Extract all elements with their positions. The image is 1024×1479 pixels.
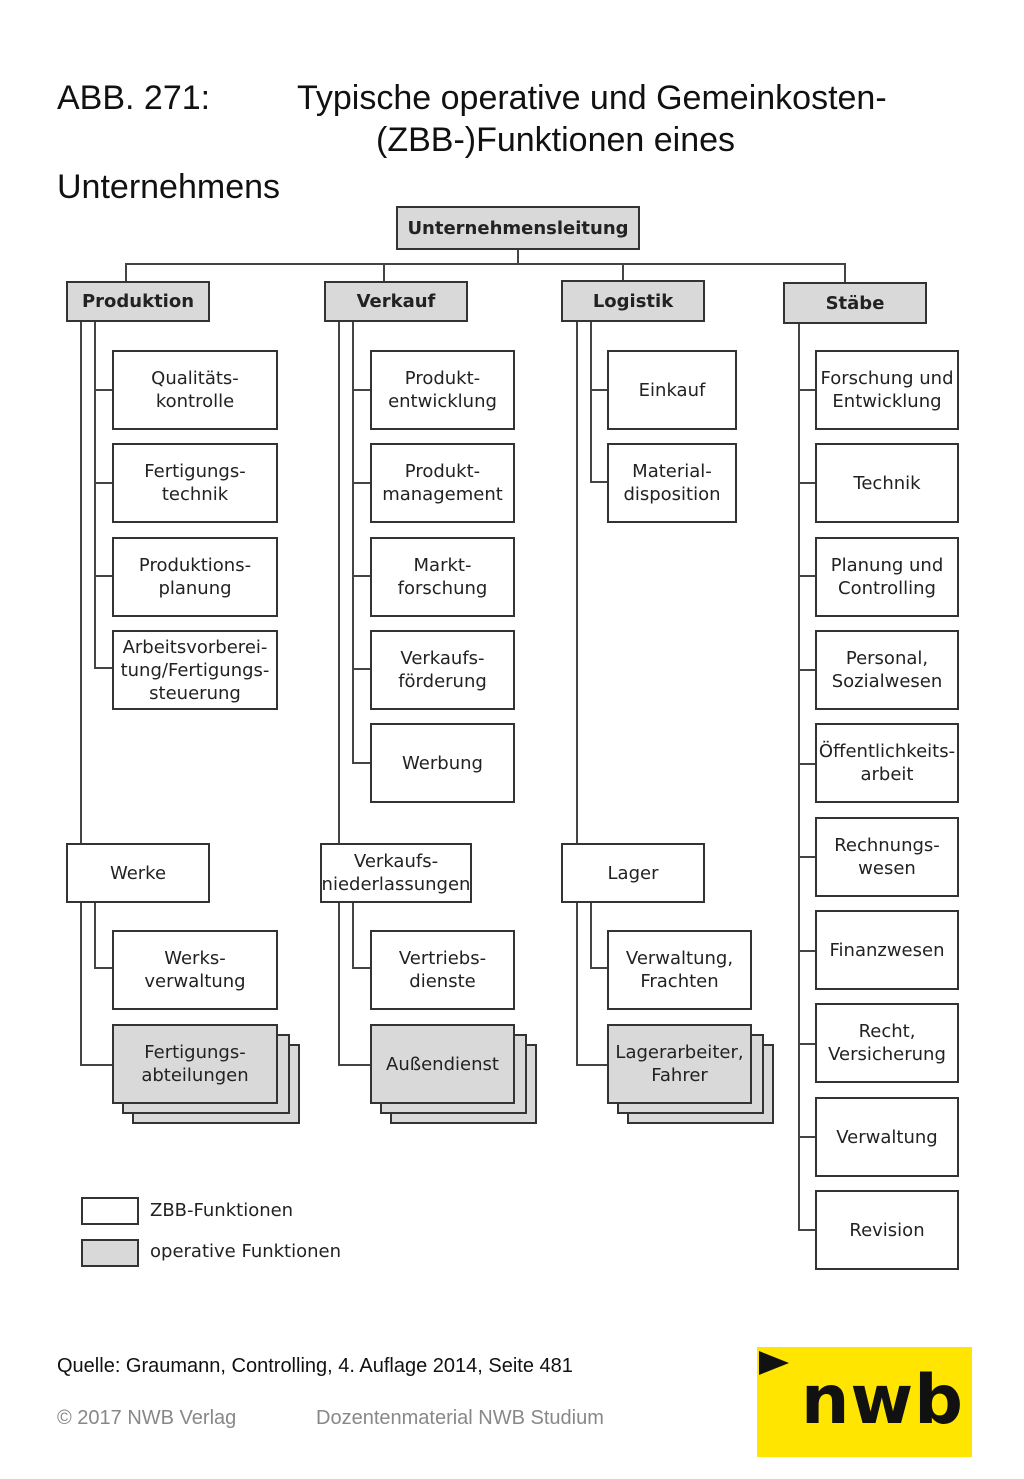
- legend-label-operative: operative Funktionen: [150, 1241, 342, 1262]
- subunit-verkaufsniederlassungen: Verkaufs- niederlassungen: [320, 843, 472, 903]
- function-personal-sozialwesen: Personal, Sozialwesen: [815, 630, 959, 710]
- org-box-unternehmensleitung: Unternehmensleitung: [396, 206, 640, 250]
- function-vertriebsdienste: Vertriebs- dienste: [370, 930, 515, 1010]
- operative-fertigungsabteilungen: Fertigungs- abteilungen: [112, 1024, 278, 1104]
- function-finanzwesen: Finanzwesen: [815, 910, 959, 990]
- function-marktforschung: Markt- forschung: [370, 537, 515, 617]
- function-materialdisposition: Material- disposition: [607, 443, 737, 523]
- function-recht-versicherung: Recht, Versicherung: [815, 1003, 959, 1083]
- dept-head-verkauf: Verkauf: [324, 281, 468, 322]
- operative-lagerarbeiter-fahrer: Lagerarbeiter, Fahrer: [607, 1024, 752, 1104]
- logo-text: nwb: [801, 1361, 964, 1440]
- figure-number: ABB. 271:: [57, 79, 211, 117]
- function-qualitaetskontrolle: Qualitäts- kontrolle: [112, 350, 278, 430]
- function-produktmanagement: Produkt- management: [370, 443, 515, 523]
- play-arrow-icon: [759, 1351, 789, 1375]
- function-verwaltung-frachten: Verwaltung, Frachten: [607, 930, 752, 1010]
- legend-swatch-zbb: [81, 1197, 139, 1225]
- legend-swatch-operative: [81, 1239, 139, 1267]
- dept-head-logistik: Logistik: [561, 280, 705, 322]
- figure-title-line-1: Typische operative und Gemeinkosten-: [297, 79, 887, 117]
- function-revision: Revision: [815, 1190, 959, 1270]
- nwb-logo: nwb: [757, 1347, 972, 1457]
- function-verwaltung: Verwaltung: [815, 1097, 959, 1177]
- function-rechnungswesen: Rechnungs- wesen: [815, 817, 959, 897]
- function-einkauf: Einkauf: [607, 350, 737, 430]
- function-forschung-und-entwicklung: Forschung und Entwicklung: [815, 350, 959, 430]
- figure-title-line-3: Unternehmens: [57, 168, 281, 206]
- function-werksverwaltung: Werks- verwaltung: [112, 930, 278, 1010]
- figure-title-line-2: (ZBB-)Funktionen eines: [376, 121, 736, 159]
- dept-head-staebe: Stäbe: [783, 282, 927, 324]
- function-oeffentlichkeitsarbeit: Öffentlichkeits- arbeit: [815, 723, 959, 803]
- function-produktentwicklung: Produkt- entwicklung: [370, 350, 515, 430]
- source-citation: Quelle: Graumann, Controlling, 4. Auflag…: [57, 1355, 573, 1377]
- material-note: Dozentenmaterial NWB Studium: [316, 1407, 604, 1429]
- function-fertigungstechnik: Fertigungs- technik: [112, 443, 278, 523]
- legend-label-zbb: ZBB-Funktionen: [150, 1200, 294, 1221]
- function-produktionsplanung: Produktions- planung: [112, 537, 278, 617]
- subunit-werke: Werke: [66, 843, 210, 903]
- copyright: © 2017 NWB Verlag: [57, 1407, 237, 1429]
- operative-aussendienst: Außendienst: [370, 1024, 515, 1104]
- function-verkaufsfoerderung: Verkaufs- förderung: [370, 630, 515, 710]
- function-werbung: Werbung: [370, 723, 515, 803]
- function-technik: Technik: [815, 443, 959, 523]
- function-planung-und-controlling: Planung und Controlling: [815, 537, 959, 617]
- function-arbeitsvorbereitung: Arbeitsvorberei- tung/Fertigungs- steuer…: [112, 630, 278, 710]
- subunit-lager: Lager: [561, 843, 705, 903]
- dept-head-produktion: Produktion: [66, 281, 210, 322]
